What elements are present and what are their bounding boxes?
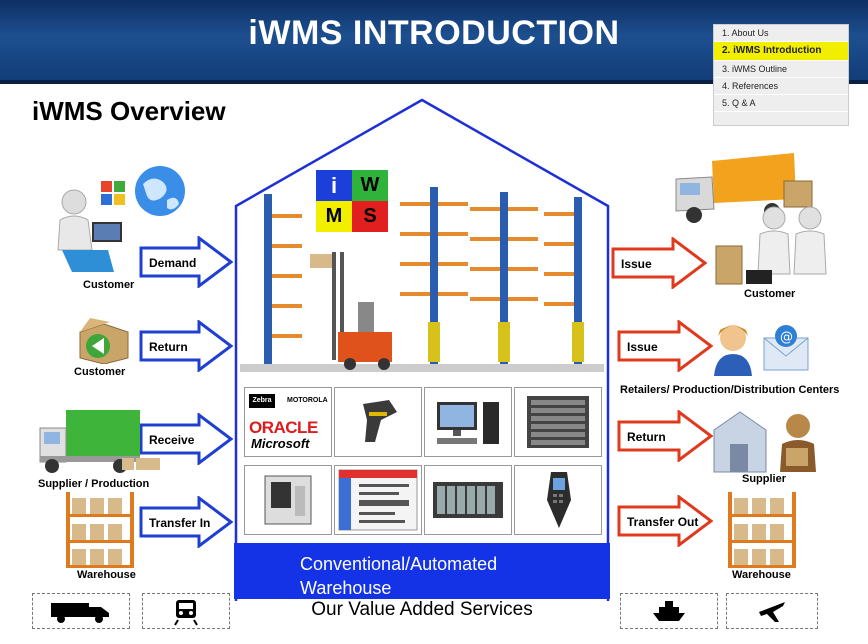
outbound-label-warehouse: Warehouse <box>732 569 791 581</box>
panel-partner-logos: Zebra MOTOROLA ORACLE Microsoft <box>244 387 332 457</box>
warehouse-shelving-icon-right <box>728 492 796 568</box>
arrow-issue-2 <box>617 320 713 372</box>
panel-barcode-scanner <box>334 387 422 457</box>
arrow-transfer-out-label: Transfer Out <box>627 515 699 529</box>
globe-icon <box>135 166 185 216</box>
warehouse-band <box>234 543 610 599</box>
supplier-building-icon <box>713 411 816 473</box>
arrow-receive-label: Receive <box>149 433 195 447</box>
warehouse-label-line1: Conventional/Automated <box>300 554 498 574</box>
transport-plane-box <box>726 593 818 629</box>
support-agent-icon <box>714 325 752 376</box>
ship-icon <box>653 601 685 621</box>
arrow-transfer-in <box>139 496 233 548</box>
arrow-issue-1-label: Issue <box>621 257 652 271</box>
panel-label-printer <box>244 465 332 535</box>
inbound-label-warehouse: Warehouse <box>77 569 136 581</box>
menu-item-about-us[interactable]: 1. About Us <box>714 25 848 42</box>
page-title: iWMS INTRODUCTION <box>248 14 620 52</box>
arrow-transfer-out <box>617 495 713 547</box>
panel-barcode-labels <box>334 465 422 535</box>
warehouse-label: Conventional/Automated Warehouse <box>300 552 497 600</box>
arrow-transfer-in-label: Transfer In <box>149 516 211 530</box>
windows-logo-icon <box>101 181 125 205</box>
customer-computer-icon <box>57 189 122 272</box>
logo-w: W <box>352 170 388 201</box>
panel-server-rack <box>514 387 602 457</box>
value-added-services: Our Value Added Services <box>311 599 533 620</box>
server-icon <box>527 396 589 448</box>
logo-i: i <box>316 170 352 201</box>
return-box-icon <box>79 318 129 364</box>
arrow-return-in <box>139 320 233 372</box>
microsoft-logo: Microsoft <box>251 436 310 451</box>
airplane-icon <box>759 602 785 622</box>
handshake-customer-icon <box>715 206 827 285</box>
handheld-terminal-icon <box>547 472 571 528</box>
oracle-logo: ORACLE <box>249 418 318 437</box>
label-sheet-icon <box>338 469 418 531</box>
logo-s: S <box>352 201 388 232</box>
computer-icon <box>437 402 499 444</box>
overview-heading: iWMS Overview <box>32 96 226 126</box>
supplier-truck-icon <box>39 410 160 473</box>
logo-m: M <box>316 201 352 232</box>
iwms-logo: i W M S <box>316 170 388 232</box>
printer-icon <box>264 475 312 525</box>
arrow-issue-1 <box>611 237 707 289</box>
train-icon <box>174 600 198 626</box>
inbound-label-customer-2: Customer <box>74 366 126 378</box>
arrow-receive <box>139 413 233 465</box>
transport-train-box <box>142 593 230 629</box>
warehouse-label-line2: Warehouse <box>300 578 392 598</box>
email-icon: @ <box>763 325 809 371</box>
panel-workstation <box>424 387 512 457</box>
menu-item-qa[interactable]: 5. Q & A <box>714 95 848 112</box>
menu-item-iwms-introduction[interactable]: 2. iWMS Introduction <box>714 42 848 61</box>
arrow-return-in-label: Return <box>149 340 188 354</box>
menu-item-references[interactable]: 4. References <box>714 78 848 95</box>
warehouse-house-outline <box>234 98 610 601</box>
barcode-scanner-icon <box>363 400 397 442</box>
arrow-return-out-label: Return <box>627 430 666 444</box>
outline-menu: 1. About Us 2. iWMS Introduction 3. iWMS… <box>713 24 849 126</box>
outbound-label-retailers: Retailers/ Production/Distribution Cente… <box>620 384 840 396</box>
inbound-label-supplier-production: Supplier / Production <box>38 478 150 490</box>
arrow-return-out <box>617 410 713 462</box>
warehouse-rack-illustration <box>240 187 604 372</box>
storage-array-icon <box>433 482 503 518</box>
panel-storage-array <box>424 465 512 535</box>
arrow-demand-label: Demand <box>149 256 197 270</box>
outbound-label-supplier: Supplier <box>742 473 787 485</box>
warehouse-shelving-icon-left <box>66 492 134 568</box>
inbound-label-customer-1: Customer <box>83 279 135 291</box>
transport-ship-box <box>620 593 718 629</box>
motorola-logo: MOTOROLA <box>287 397 328 404</box>
svg-text:@: @ <box>780 330 793 345</box>
truck-icon <box>51 603 109 623</box>
zebra-logo: Zebra <box>249 394 275 408</box>
arrow-issue-2-label: Issue <box>627 340 658 354</box>
menu-item-iwms-outline[interactable]: 3. iWMS Outline <box>714 61 848 78</box>
arrow-demand <box>139 236 233 288</box>
panel-handheld-terminal <box>514 465 602 535</box>
outbound-label-customer: Customer <box>744 288 796 300</box>
transport-truck-box <box>32 593 130 629</box>
